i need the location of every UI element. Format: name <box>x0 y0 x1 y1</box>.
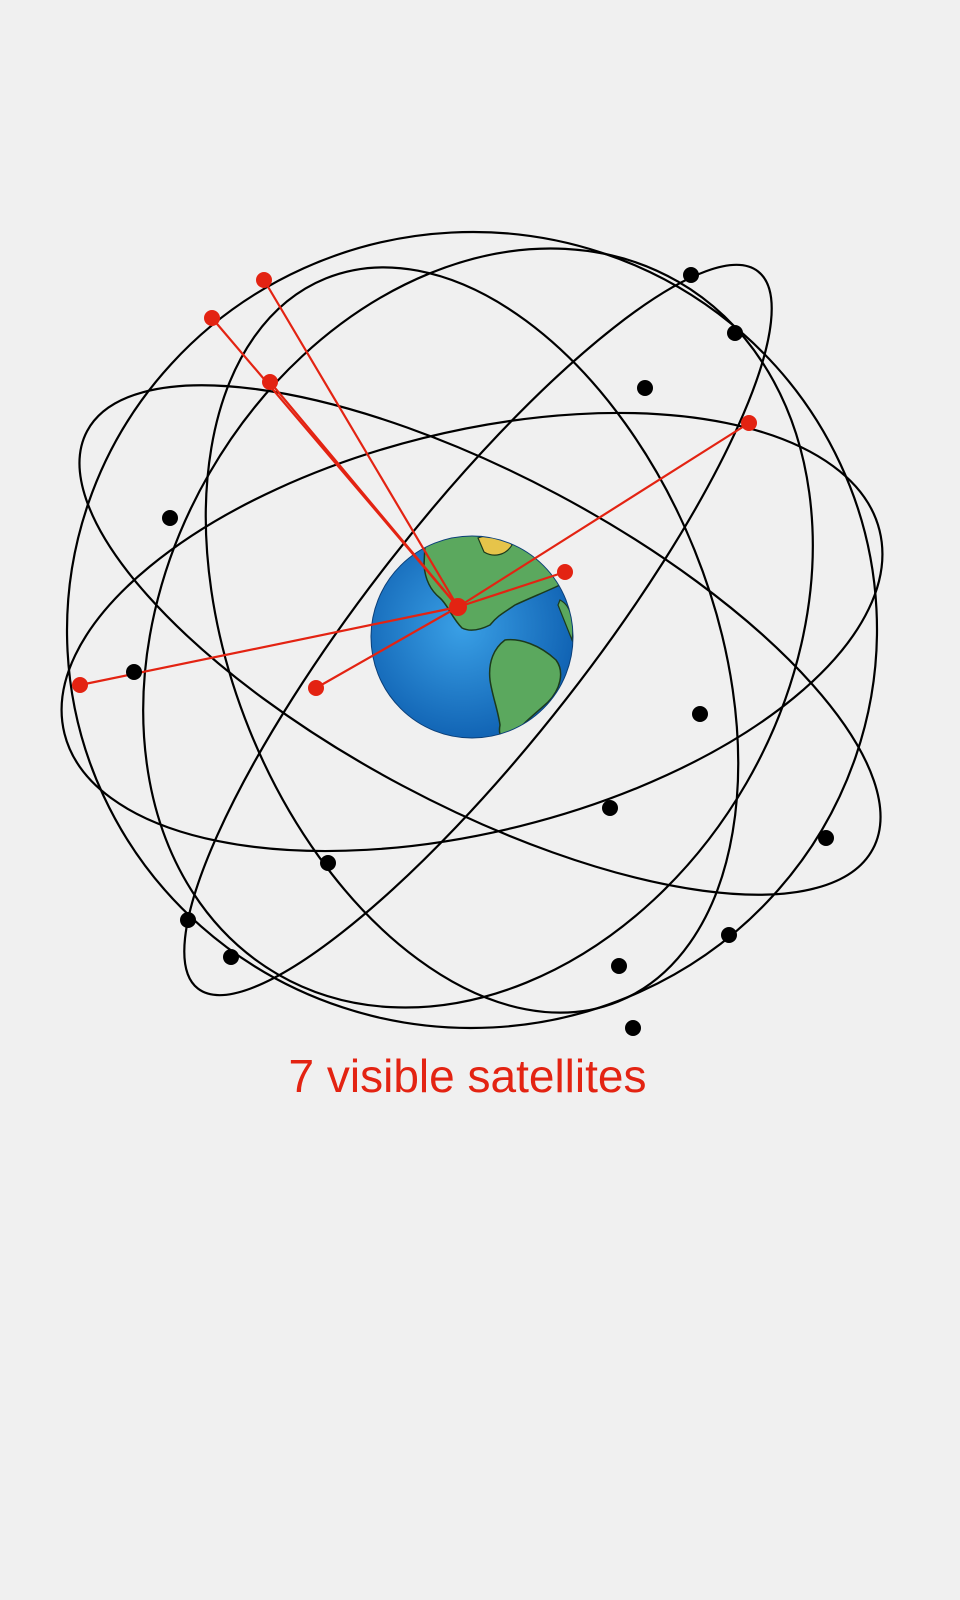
hidden-satellite-dot <box>683 267 699 283</box>
orbit-ellipse <box>183 263 773 997</box>
hidden-satellite-dot <box>721 927 737 943</box>
visible-satellite-dot <box>204 310 220 326</box>
receiver-location-dot <box>449 598 467 616</box>
hidden-satellites <box>126 267 834 1036</box>
earth-globe <box>370 535 574 739</box>
sight-lines <box>79 279 750 689</box>
sight-line <box>269 381 459 608</box>
hidden-satellite-dot <box>818 830 834 846</box>
orbit-ellipse <box>60 411 884 853</box>
hidden-satellite-dot <box>727 325 743 341</box>
sight-line <box>79 605 459 687</box>
visible-satellite-dot <box>557 564 573 580</box>
hidden-satellite-dot <box>180 912 196 928</box>
hidden-satellite-dot <box>611 958 627 974</box>
visible-satellite-dot <box>741 415 757 431</box>
sight-line <box>457 422 750 608</box>
hidden-satellite-dot <box>126 664 142 680</box>
visible-satellite-dot <box>256 272 272 288</box>
hidden-satellite-dot <box>637 380 653 396</box>
hidden-satellite-dot <box>625 1020 641 1036</box>
sight-line <box>263 279 459 608</box>
sight-line <box>457 570 566 609</box>
orbit-ellipse <box>204 266 740 1014</box>
hidden-satellite-dot <box>320 855 336 871</box>
orbit-ellipse <box>142 247 814 1009</box>
south-america-landmass <box>488 638 562 738</box>
orbit-ellipse <box>78 384 882 896</box>
visible-satellite-dot <box>72 677 88 693</box>
visible-satellites-caption: 7 visible satellites <box>288 1050 647 1102</box>
visible-satellite-dot <box>308 680 324 696</box>
orbit-ellipse <box>65 230 879 1030</box>
sight-line <box>315 606 459 689</box>
hidden-satellite-dot <box>162 510 178 526</box>
hidden-satellite-dot <box>602 800 618 816</box>
hidden-satellite-dot <box>692 706 708 722</box>
visible-satellites <box>72 272 757 696</box>
visible-satellite-dot <box>262 374 278 390</box>
hidden-satellite-dot <box>223 949 239 965</box>
orbit-paths <box>60 230 884 1030</box>
